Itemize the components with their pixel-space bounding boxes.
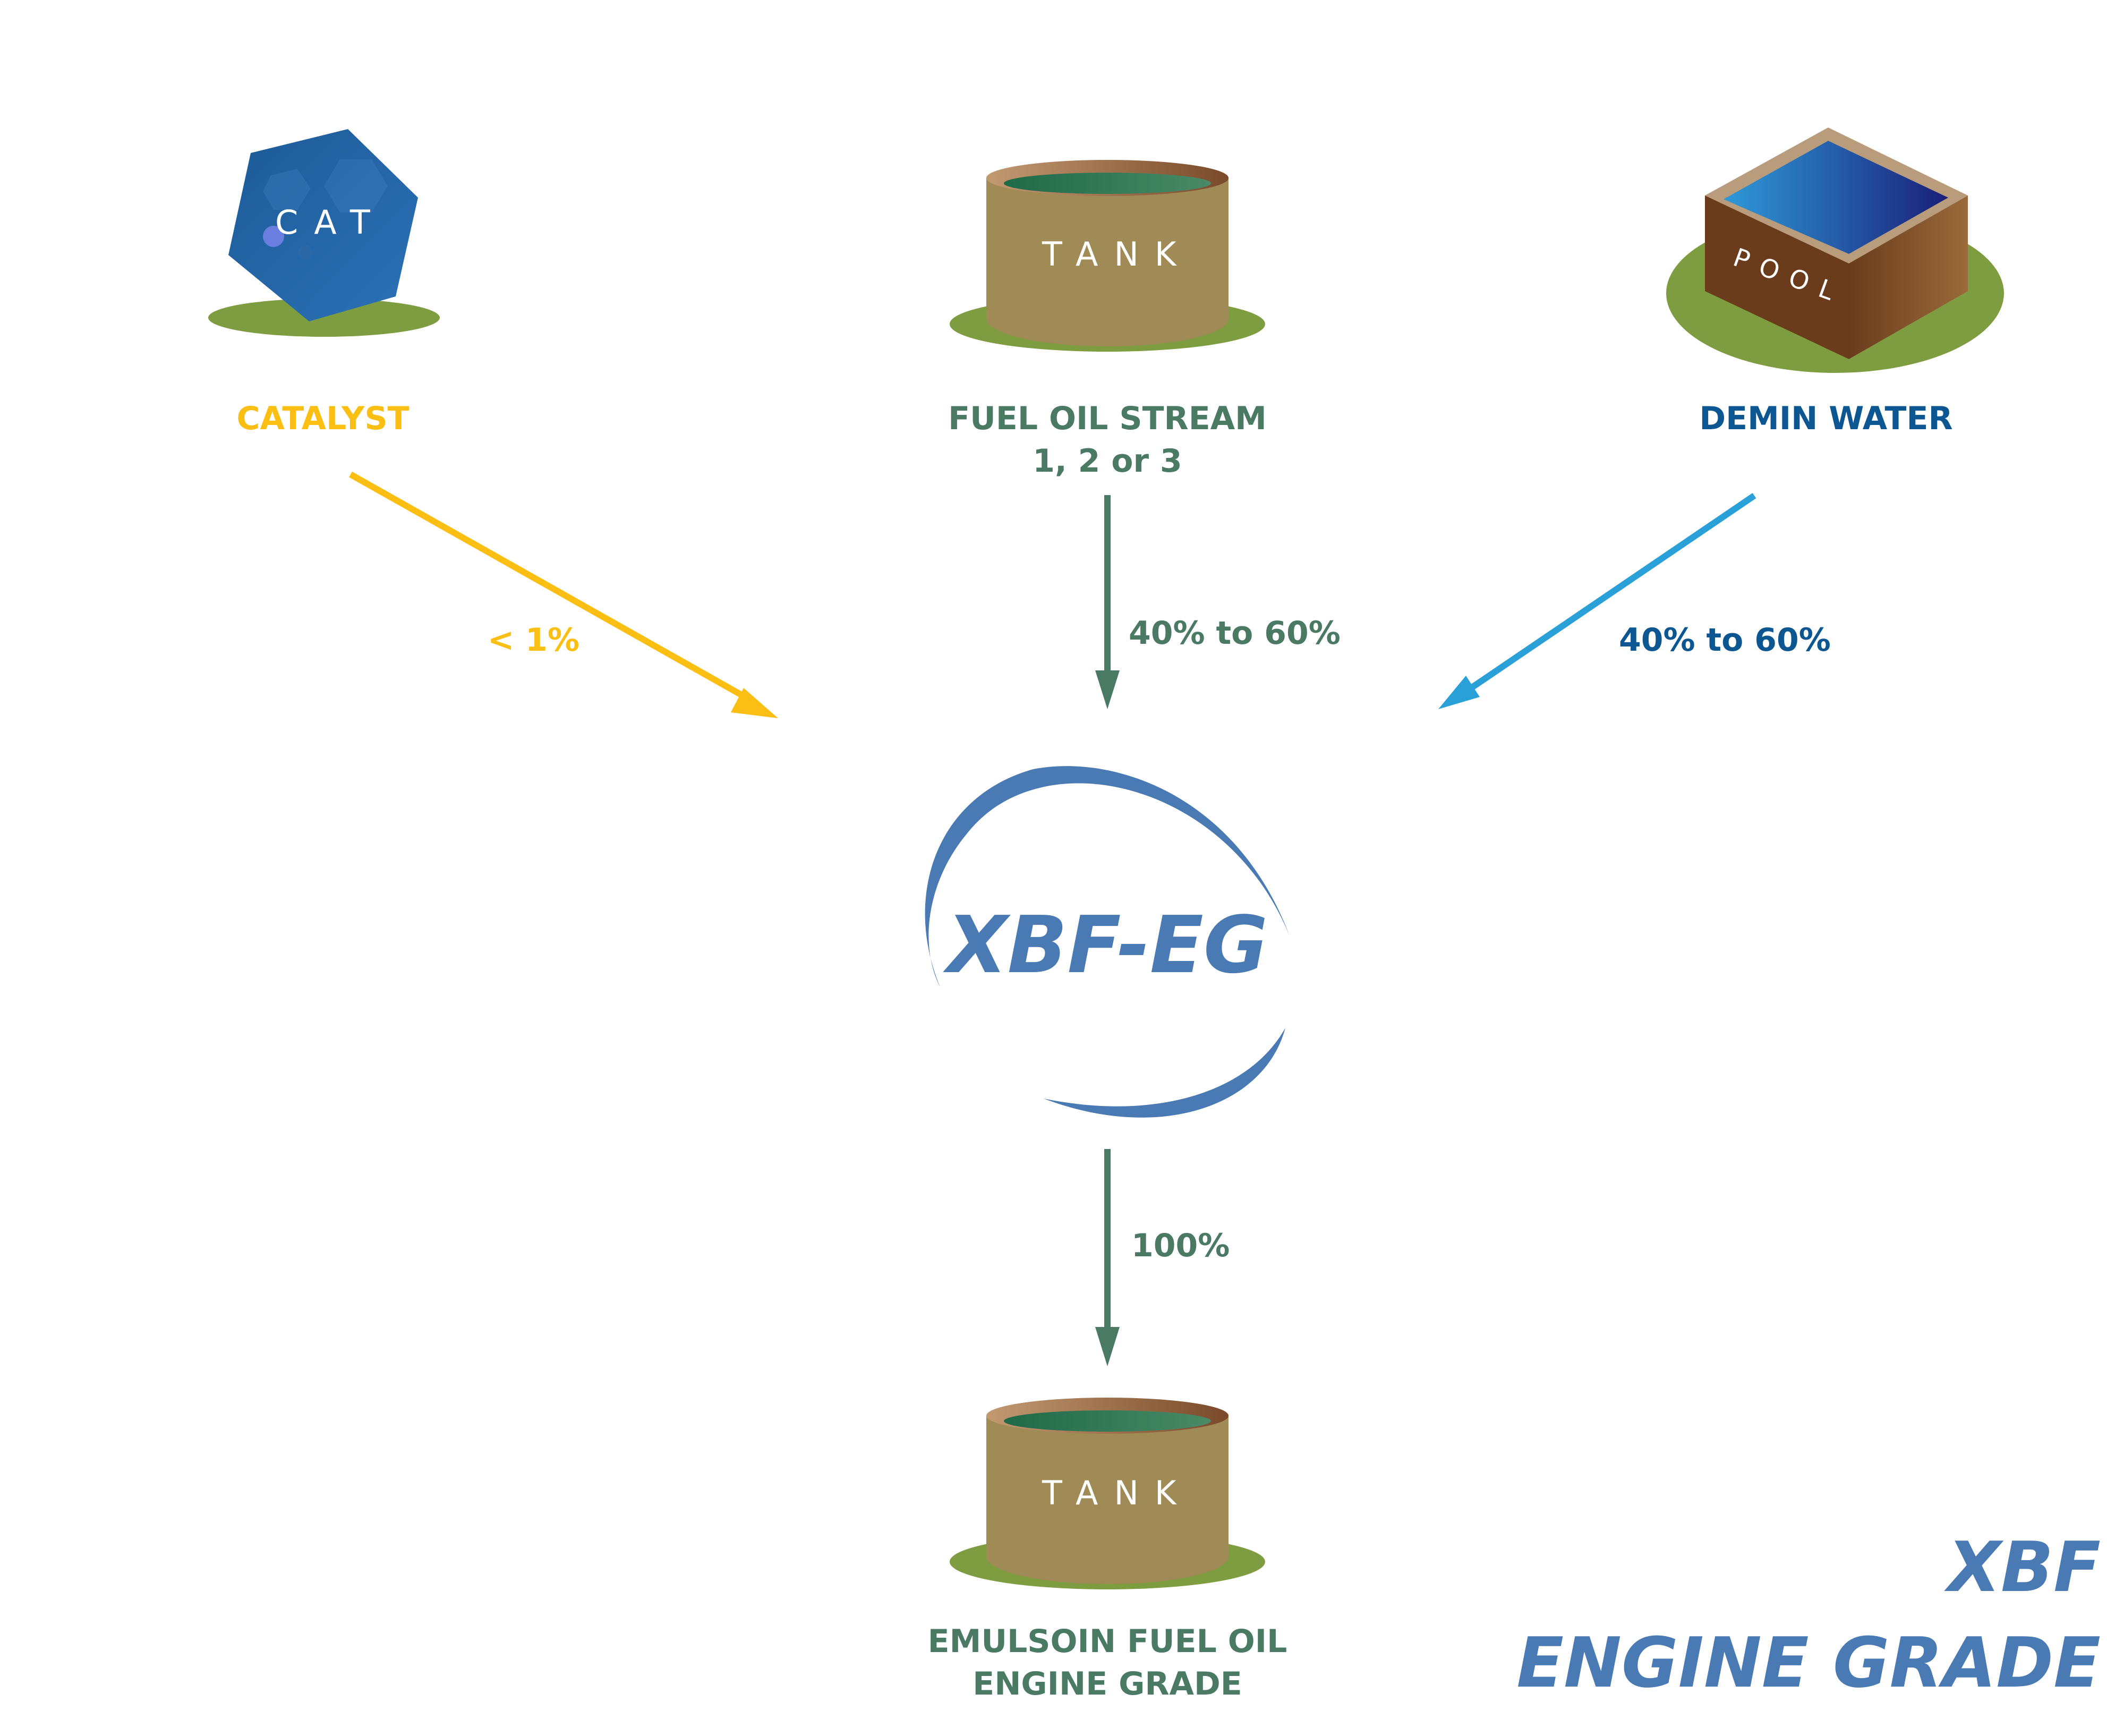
output-arrow xyxy=(1095,1149,1120,1366)
fuel-oil-arrow xyxy=(1095,495,1120,709)
catalyst-hexagon-icon: CAT xyxy=(208,129,440,337)
output-percent: 100% xyxy=(1131,1227,1230,1264)
fuel-oil-label-line2: 1, 2 or 3 xyxy=(1033,442,1182,480)
corner-title-line1: XBF xyxy=(1944,1527,2101,1607)
tank-icon: TANK xyxy=(950,160,1265,352)
catalyst-arrow xyxy=(349,471,778,718)
catalyst-icon-text: CAT xyxy=(275,203,386,242)
pool-icon: POOL xyxy=(1666,127,2004,373)
demin-water-arrow xyxy=(1438,493,1756,709)
output-label-line1: EMULSOIN FUEL OIL xyxy=(928,1623,1287,1660)
fuel-oil-label-line1: FUEL OIL STREAM xyxy=(948,400,1267,437)
catalyst-label: CATALYST xyxy=(237,400,410,437)
tank-icon: TANK xyxy=(950,1398,1265,1589)
catalyst-percent: < 1% xyxy=(488,622,579,659)
corner-title-line2: ENGINE GRADE xyxy=(1516,1622,2101,1703)
xbf-eg-logo-text: XBF-EG xyxy=(943,899,1268,991)
product-tank-icon-text: TANK xyxy=(1042,1474,1192,1512)
output-label-line2: ENGINE GRADE xyxy=(973,1665,1242,1703)
demin-water-label: DEMIN WATER xyxy=(1699,400,1952,437)
xbf-eg-logo: XBF-EG xyxy=(925,766,1290,1118)
fuel-oil-percent: 40% to 60% xyxy=(1129,615,1341,652)
fuel-tank-icon-text: TANK xyxy=(1042,235,1192,274)
demin-water-percent: 40% to 60% xyxy=(1619,622,1831,659)
